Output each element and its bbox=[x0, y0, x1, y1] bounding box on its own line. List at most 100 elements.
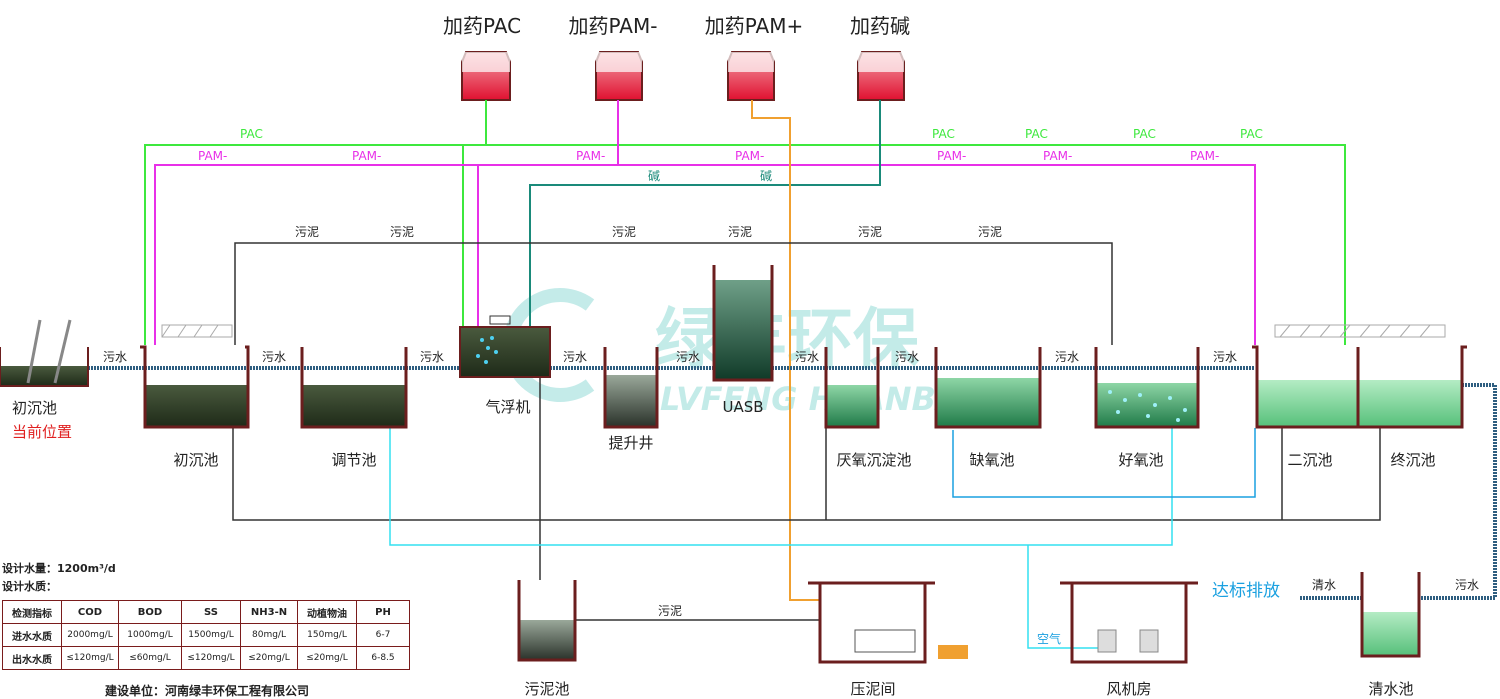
table-cell: 6-8.5 bbox=[356, 646, 410, 670]
header-cell: 动植物油 bbox=[297, 600, 357, 624]
air-line bbox=[1027, 545, 1100, 649]
alkali-labels: 碱 碱 bbox=[648, 169, 772, 183]
alkali-label: 碱 bbox=[648, 169, 660, 183]
pam-label: PAM- bbox=[1043, 149, 1072, 163]
air-flotation-label: 气浮机 bbox=[485, 398, 530, 416]
sludge-tank bbox=[517, 580, 577, 662]
pam-label: PAM- bbox=[1190, 149, 1219, 163]
header-cell: 检测指标 bbox=[2, 600, 62, 624]
table-cell: 1000mg/L bbox=[118, 623, 182, 647]
equalization-tank bbox=[300, 347, 408, 429]
primary-settling-tank bbox=[140, 324, 250, 429]
current-position-label: 当前位置 bbox=[12, 423, 72, 441]
row-label: 进水水质 bbox=[2, 623, 62, 647]
sludge-label: 污泥 bbox=[858, 225, 882, 239]
anaerobic-settling-label: 厌氧沉淀池 bbox=[836, 451, 911, 469]
dosing-tank-pam-plus: 加药PAM+ bbox=[705, 14, 803, 101]
sewage-label: 污水 bbox=[1213, 350, 1237, 364]
nitrate-recycle bbox=[952, 428, 1256, 498]
watermark: 绿丰环保 LVFENG HUANBAO bbox=[503, 288, 987, 418]
table-row: 检测指标 COD BOD SS NH3-N 动植物油 PH bbox=[2, 600, 410, 624]
blower-room-label: 风机房 bbox=[1106, 680, 1151, 698]
sludge-top-labels: 污泥 污泥 污泥 污泥 污泥 污泥 bbox=[295, 225, 1002, 239]
table-row: 出水水质 ≤120mg/L ≤60mg/L ≤120mg/L ≤20mg/L ≤… bbox=[2, 646, 410, 670]
clear-water-label: 清水池 bbox=[1368, 680, 1413, 698]
sewage-label: 污水 bbox=[676, 350, 700, 364]
press-room bbox=[808, 581, 968, 664]
header-cell: PH bbox=[356, 600, 410, 624]
secondary-final-settling bbox=[1252, 324, 1467, 429]
secondary-settling-label: 二沉池 bbox=[1287, 451, 1332, 469]
table-row: 进水水质 2000mg/L 1000mg/L 1500mg/L 80mg/L 1… bbox=[2, 623, 410, 647]
sewage-pipe bbox=[88, 366, 1497, 600]
pac-line bbox=[144, 100, 1346, 345]
table-cell: 150mg/L bbox=[297, 623, 357, 647]
sludge-label: 污泥 bbox=[658, 604, 682, 618]
pac-label: PAC bbox=[240, 127, 263, 141]
sludge-tank-label: 污泥池 bbox=[524, 680, 569, 698]
dosing-alkali-label: 加药碱 bbox=[850, 14, 910, 38]
pac-label: PAC bbox=[1025, 127, 1048, 141]
inlet-tank bbox=[0, 319, 89, 387]
pam-label: PAM- bbox=[576, 149, 605, 163]
table-cell: ≤120mg/L bbox=[61, 646, 119, 670]
alkali-label: 碱 bbox=[760, 169, 772, 183]
air-flotation-unit bbox=[459, 315, 551, 378]
pam-line-labels: PAM- PAM- PAM- PAM- PAM- PAM- PAM- bbox=[198, 149, 1219, 163]
dosing-tank-alkali: 加药碱 bbox=[850, 14, 910, 101]
pac-line-labels: PAC PAC PAC PAC PAC bbox=[240, 127, 1263, 141]
sludge-top-line bbox=[234, 242, 1113, 345]
table-cell: ≤60mg/L bbox=[118, 646, 182, 670]
lift-well bbox=[603, 347, 659, 429]
watermark-en: LVFENG HUANBAO bbox=[660, 380, 987, 418]
sewage-label: 污水 bbox=[563, 350, 587, 364]
pam-label: PAM- bbox=[937, 149, 966, 163]
design-spec-panel: 设计水量：1200m³/d 设计水质： 检测指标 COD BOD SS NH3-… bbox=[0, 558, 420, 698]
table-cell: ≤20mg/L bbox=[297, 646, 357, 670]
sewage-label: 污水 bbox=[795, 350, 819, 364]
pac-label: PAC bbox=[1240, 127, 1263, 141]
row-label: 出水水质 bbox=[2, 646, 62, 670]
discharge-label: 达标排放 bbox=[1212, 581, 1280, 601]
sewage-label: 污水 bbox=[1455, 578, 1479, 592]
anoxic-label: 缺氧池 bbox=[969, 451, 1014, 469]
sludge-label: 污泥 bbox=[978, 225, 1002, 239]
capacity-text: 设计水量：1200m³/d bbox=[2, 562, 116, 575]
alkali-line bbox=[529, 100, 881, 332]
aerobic-label: 好氧池 bbox=[1118, 451, 1163, 469]
spec-table: 检测指标 COD BOD SS NH3-N 动植物油 PH 进水水质 2000m… bbox=[2, 600, 410, 670]
lift-well-label: 提升井 bbox=[608, 434, 653, 452]
sewage-label: 污水 bbox=[895, 350, 919, 364]
header-cell: SS bbox=[181, 600, 241, 624]
pam-label: PAM- bbox=[198, 149, 227, 163]
press-room-label: 压泥间 bbox=[850, 680, 895, 698]
anaerobic-settling-tank bbox=[824, 347, 880, 429]
pac-label: PAC bbox=[932, 127, 955, 141]
table-cell: ≤120mg/L bbox=[181, 646, 241, 670]
clean-water-label: 清水 bbox=[1312, 578, 1336, 592]
sewage-label: 污水 bbox=[1055, 350, 1079, 364]
table-cell: 6-7 bbox=[356, 623, 410, 647]
pam-minus-line bbox=[154, 100, 1256, 345]
quality-title: 设计水质： bbox=[2, 580, 57, 593]
sludge-label: 污泥 bbox=[612, 225, 636, 239]
dosing-pac-label: 加药PAC bbox=[443, 14, 521, 38]
return-line bbox=[389, 428, 1173, 546]
sludge-bottom-line bbox=[232, 378, 1381, 621]
air-label: 空气 bbox=[1037, 631, 1061, 646]
uasb-reactor bbox=[712, 265, 774, 382]
header-cell: BOD bbox=[118, 600, 182, 624]
sewage-label: 污水 bbox=[262, 350, 286, 364]
table-cell: 1500mg/L bbox=[181, 623, 241, 647]
pam-label: PAM- bbox=[352, 149, 381, 163]
anoxic-tank bbox=[934, 347, 1042, 429]
sludge-label: 污泥 bbox=[728, 225, 752, 239]
uasb-label: UASB bbox=[722, 398, 763, 416]
table-cell: 80mg/L bbox=[240, 623, 298, 647]
primary-settling-label: 初沉池 bbox=[173, 451, 218, 469]
dosing-tank-pam-minus: 加药PAM- bbox=[569, 14, 658, 101]
sludge-label: 污泥 bbox=[390, 225, 414, 239]
dosing-pam-minus-label: 加药PAM- bbox=[569, 14, 658, 38]
pam-plus-line bbox=[751, 100, 820, 601]
